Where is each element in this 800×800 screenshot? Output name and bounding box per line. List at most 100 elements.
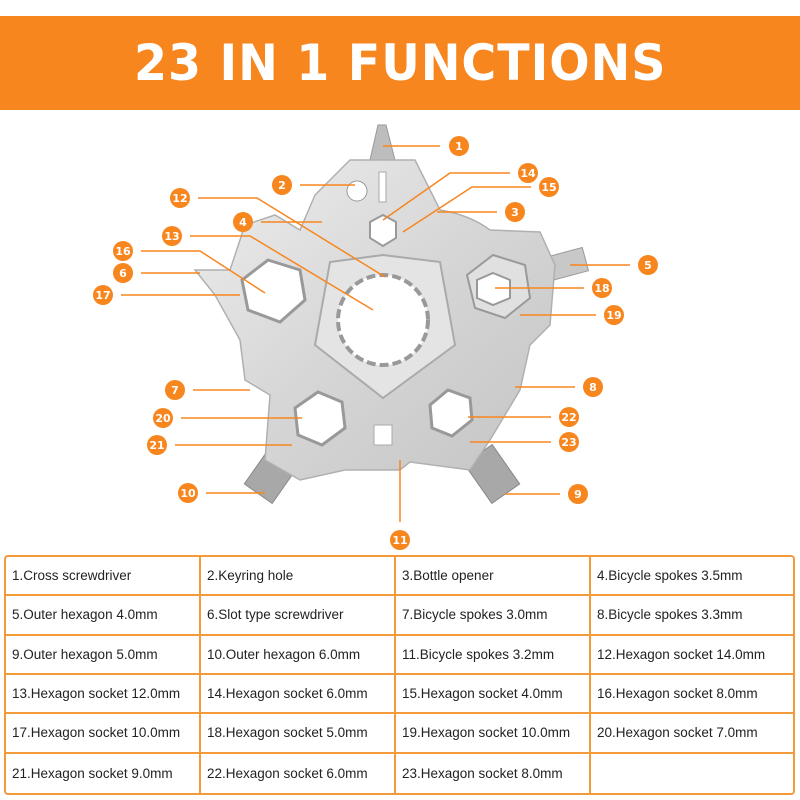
function-cell: 15.Hexagon socket 4.0mm <box>396 674 591 715</box>
callout-badge <box>604 305 624 325</box>
function-cell: 17.Hexagon socket 10.0mm <box>6 714 201 754</box>
callout-badge <box>113 241 133 261</box>
callout-leader-line <box>382 172 510 221</box>
callout-15: 15 <box>402 177 559 233</box>
page-title: 23 IN 1 FUNCTIONS <box>133 34 667 92</box>
callout-6: 6 <box>113 263 200 283</box>
callout-13: 13 <box>162 226 374 311</box>
callout-17: 17 <box>93 285 240 305</box>
function-cell: 14.Hexagon socket 6.0mm <box>201 674 396 715</box>
callout-badge <box>165 380 185 400</box>
callout-20: 20 <box>153 408 302 428</box>
callout-number: 17 <box>95 289 110 302</box>
callout-badge <box>170 188 190 208</box>
callout-leader-line <box>190 235 374 311</box>
callout-number: 22 <box>561 411 576 424</box>
callout-5: 5 <box>570 255 658 275</box>
callout-9: 9 <box>505 484 588 504</box>
callout-number: 19 <box>606 309 621 322</box>
function-cell: 8.Bicycle spokes 3.3mm <box>591 596 793 636</box>
callout-badge <box>539 177 559 197</box>
callout-number: 15 <box>541 181 556 194</box>
function-cell: 16.Hexagon socket 8.0mm <box>591 675 793 715</box>
callout-number: 23 <box>561 436 576 449</box>
function-cell: 5.Outer hexagon 4.0mm <box>6 596 201 636</box>
function-cell: 20.Hexagon socket 7.0mm <box>591 714 793 754</box>
callout-10: 10 <box>178 483 265 503</box>
function-cell: 4.Bicycle spokes 3.5mm <box>591 557 793 597</box>
callout-badge <box>559 432 579 452</box>
callout-number: 20 <box>155 412 171 425</box>
function-cell: 1.Cross screwdriver <box>6 557 201 597</box>
callout-number: 8 <box>589 381 597 394</box>
callout-badge <box>518 163 538 183</box>
callout-badge <box>390 530 410 550</box>
title-banner: 23 IN 1 FUNCTIONS <box>0 16 800 110</box>
callout-2: 2 <box>272 175 355 195</box>
callout-4: 4 <box>233 212 322 232</box>
function-cell: 11.Bicycle spokes 3.2mm <box>396 635 591 675</box>
callout-11: 11 <box>390 460 410 550</box>
callout-badge <box>147 435 167 455</box>
callout-badge <box>272 175 292 195</box>
callout-badge <box>505 202 525 222</box>
callout-number: 11 <box>392 534 407 547</box>
callout-number: 1 <box>455 140 463 153</box>
callout-number: 16 <box>115 245 131 258</box>
callout-1: 1 <box>383 136 469 156</box>
callout-badge <box>93 285 113 305</box>
callout-21: 21 <box>147 435 292 455</box>
function-cell: 19.Hexagon socket 10.0mm <box>396 714 591 754</box>
callout-leader-line <box>402 186 531 233</box>
callout-19: 19 <box>520 305 624 325</box>
function-cell: 18.Hexagon socket 5.0mm <box>201 714 396 754</box>
callout-12: 12 <box>170 188 386 278</box>
callout-number: 21 <box>149 439 164 452</box>
function-cell: 13.Hexagon socket 12.0mm <box>6 674 201 715</box>
callout-badge <box>583 377 603 397</box>
callout-18: 18 <box>495 278 612 298</box>
callout-leader-line <box>141 250 266 294</box>
callout-badge <box>592 278 612 298</box>
function-cell: 12.Hexagon socket 14.0mm <box>591 636 793 675</box>
callout-badge <box>162 226 182 246</box>
function-cell: 7.Bicycle spokes 3.0mm <box>396 596 591 636</box>
callout-badge <box>568 484 588 504</box>
callout-number: 2 <box>278 179 286 192</box>
callout-number: 13 <box>164 230 179 243</box>
function-cell: 23.Hexagon socket 8.0mm <box>396 753 591 793</box>
callout-badge <box>178 483 198 503</box>
callout-number: 6 <box>119 267 127 280</box>
function-cell: 21.Hexagon socket 9.0mm <box>6 753 201 793</box>
function-cell: 6.Slot type screwdriver <box>201 596 396 636</box>
callout-14: 14 <box>382 163 538 221</box>
callout-number: 14 <box>520 167 536 180</box>
callout-number: 5 <box>644 259 652 272</box>
function-cell: 9.Outer hexagon 5.0mm <box>6 635 201 675</box>
callout-badge <box>449 136 469 156</box>
function-cell: 3.Bottle opener <box>396 557 591 597</box>
callout-22: 22 <box>468 407 579 427</box>
callout-23: 23 <box>470 432 579 452</box>
callout-8: 8 <box>515 377 603 397</box>
callout-number: 4 <box>239 216 247 229</box>
function-cell: 10.Outer hexagon 6.0mm <box>201 635 396 675</box>
snowflake-tool <box>193 124 590 505</box>
callout-number: 3 <box>511 206 519 219</box>
callout-badge <box>638 255 658 275</box>
callout-badge <box>559 407 579 427</box>
callout-16: 16 <box>113 241 266 294</box>
callout-leader-line <box>198 197 386 278</box>
callout-7: 7 <box>165 380 250 400</box>
callout-badge <box>113 263 133 283</box>
function-cell <box>591 754 793 793</box>
callout-number: 10 <box>180 487 196 500</box>
function-cell: 2.Keyring hole <box>201 557 396 597</box>
function-cell: 22.Hexagon socket 6.0mm <box>201 753 396 793</box>
callout-badge <box>153 408 173 428</box>
callout-number: 18 <box>594 282 609 295</box>
callout-3: 3 <box>437 202 525 222</box>
